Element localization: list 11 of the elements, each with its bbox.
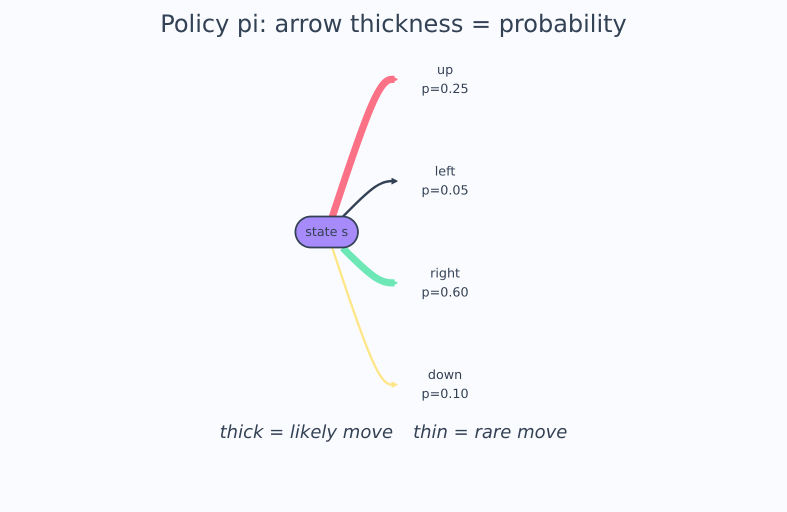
node-text: up p=0.25 [421,62,468,96]
arrow [341,178,398,218]
arrow [328,76,398,218]
arrow [340,245,398,286]
arrow [330,248,398,388]
note-text: thick = likely move [220,422,394,443]
node-text: down p=0.10 [421,367,468,402]
node-text: right p=0.60 [421,265,468,300]
diagram-title: Policy pi: arrow thickness = probability [159,10,628,38]
node-text: left p=0.05 [421,164,468,198]
note-text: thin = rare move [413,422,568,443]
